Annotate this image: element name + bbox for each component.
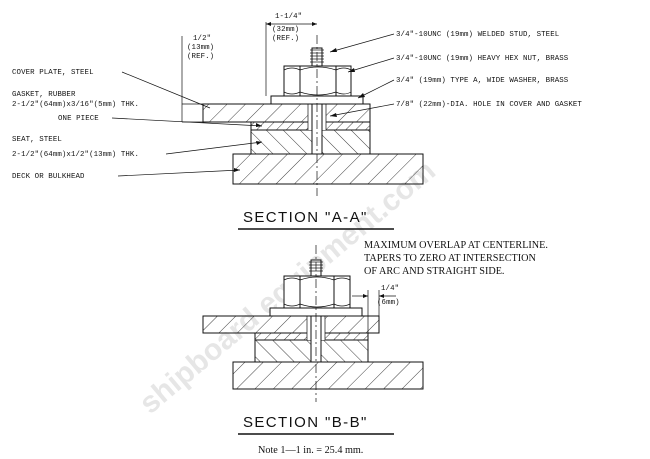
dim-1-1-4-ref: (REF.) <box>272 35 299 43</box>
callout-gasket-3: ONE PIECE <box>58 115 99 123</box>
callout-washer: 3/4" (19mm) TYPE A, WIDE WASHER, BRASS <box>396 77 569 85</box>
overlap-note-line-1: MAXIMUM OVERLAP AT CENTERLINE. <box>364 240 548 251</box>
dim-1-4-value: 1/4" <box>381 285 399 293</box>
dim-1-2-ref: (REF.) <box>187 53 214 61</box>
callout-seat-1: SEAT, STEEL <box>12 136 62 144</box>
callout-deck: DECK OR BULKHEAD <box>12 173 85 181</box>
dim-1-1-4-mm: (32mm) <box>272 26 299 34</box>
callout-gasket-1: GASKET, RUBBER <box>12 91 76 99</box>
dim-1-1-4-value: 1-1/4" <box>275 13 302 21</box>
section-b-title: SECTION "B-B" <box>243 414 368 431</box>
deck-b <box>233 362 423 389</box>
section-b-drawing: 1/4" (6mm) MAXIMUM OVERLAP AT CENTERLINE… <box>202 240 548 435</box>
dim-1-2-value: 1/2" <box>193 35 211 43</box>
dim-1-2-mm: (13mm) <box>187 44 214 52</box>
footer-note: Note 1—1 in. = 25.4 mm. <box>258 445 363 456</box>
hex-nut-b <box>283 275 351 309</box>
seat-a <box>251 130 370 154</box>
overlap-note-line-2: TAPERS TO ZERO AT INTERSECTION <box>364 253 536 264</box>
callout-cover-plate: COVER PLATE, STEEL <box>12 69 94 77</box>
dim-1-4-mm: (6mm) <box>377 299 400 307</box>
callout-gasket-2: 2-1/2"(64mm)x3/16"(5mm) THK. <box>12 101 139 109</box>
hex-nut-a <box>283 65 352 97</box>
section-a-title: SECTION "A-A" <box>243 209 368 226</box>
cover-plate-b <box>203 316 379 333</box>
callout-stud: 3/4"-10UNC (19mm) WELDED STUD, STEEL <box>396 31 559 39</box>
callout-nut: 3/4"-10UNC (19mm) HEAVY HEX NUT, BRASS <box>396 55 569 63</box>
section-a-drawing: 1-1/4" (32mm) (REF.) 1/2" (13mm) (REF.) … <box>12 13 582 230</box>
overlap-note-line-3: OF ARC AND STRAIGHT SIDE. <box>364 266 504 277</box>
deck-a <box>233 154 423 184</box>
cover-plate-a <box>203 104 370 122</box>
callout-hole: 7/8" (22mm)-DIA. HOLE IN COVER AND GASKE… <box>396 101 582 109</box>
callout-seat-2: 2-1/2"(64mm)x1/2"(13mm) THK. <box>12 151 139 159</box>
